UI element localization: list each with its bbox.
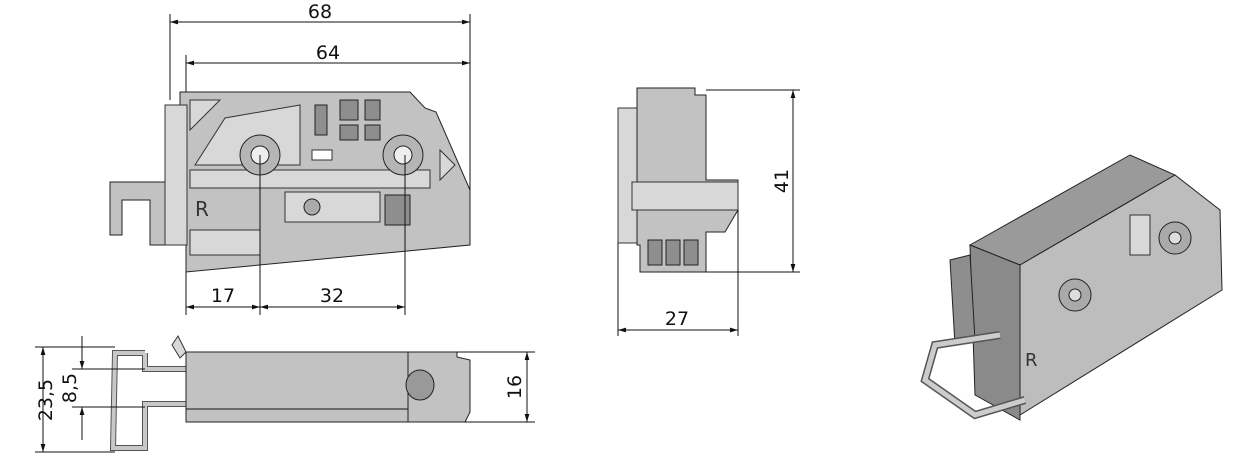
dim-64: 64: [316, 42, 340, 64]
isometric-view: R: [920, 154, 1223, 421]
side-view: 41 27: [617, 87, 800, 336]
dim-8-5: 8,5: [59, 373, 81, 403]
iso-side-marking-r: R: [1025, 350, 1038, 371]
dim-41: 41: [771, 169, 793, 193]
dim-23-5: 23,5: [35, 379, 57, 421]
side-marking-r: R: [195, 197, 209, 221]
dim-27: 27: [665, 308, 689, 330]
top-view: 23,5 8,5 16: [35, 335, 535, 453]
dim-17: 17: [211, 285, 235, 307]
dim-32: 32: [320, 285, 344, 307]
dim-16: 16: [504, 375, 526, 399]
dim-68: 68: [308, 1, 332, 23]
front-view: R 68 64 17 32: [109, 1, 471, 315]
